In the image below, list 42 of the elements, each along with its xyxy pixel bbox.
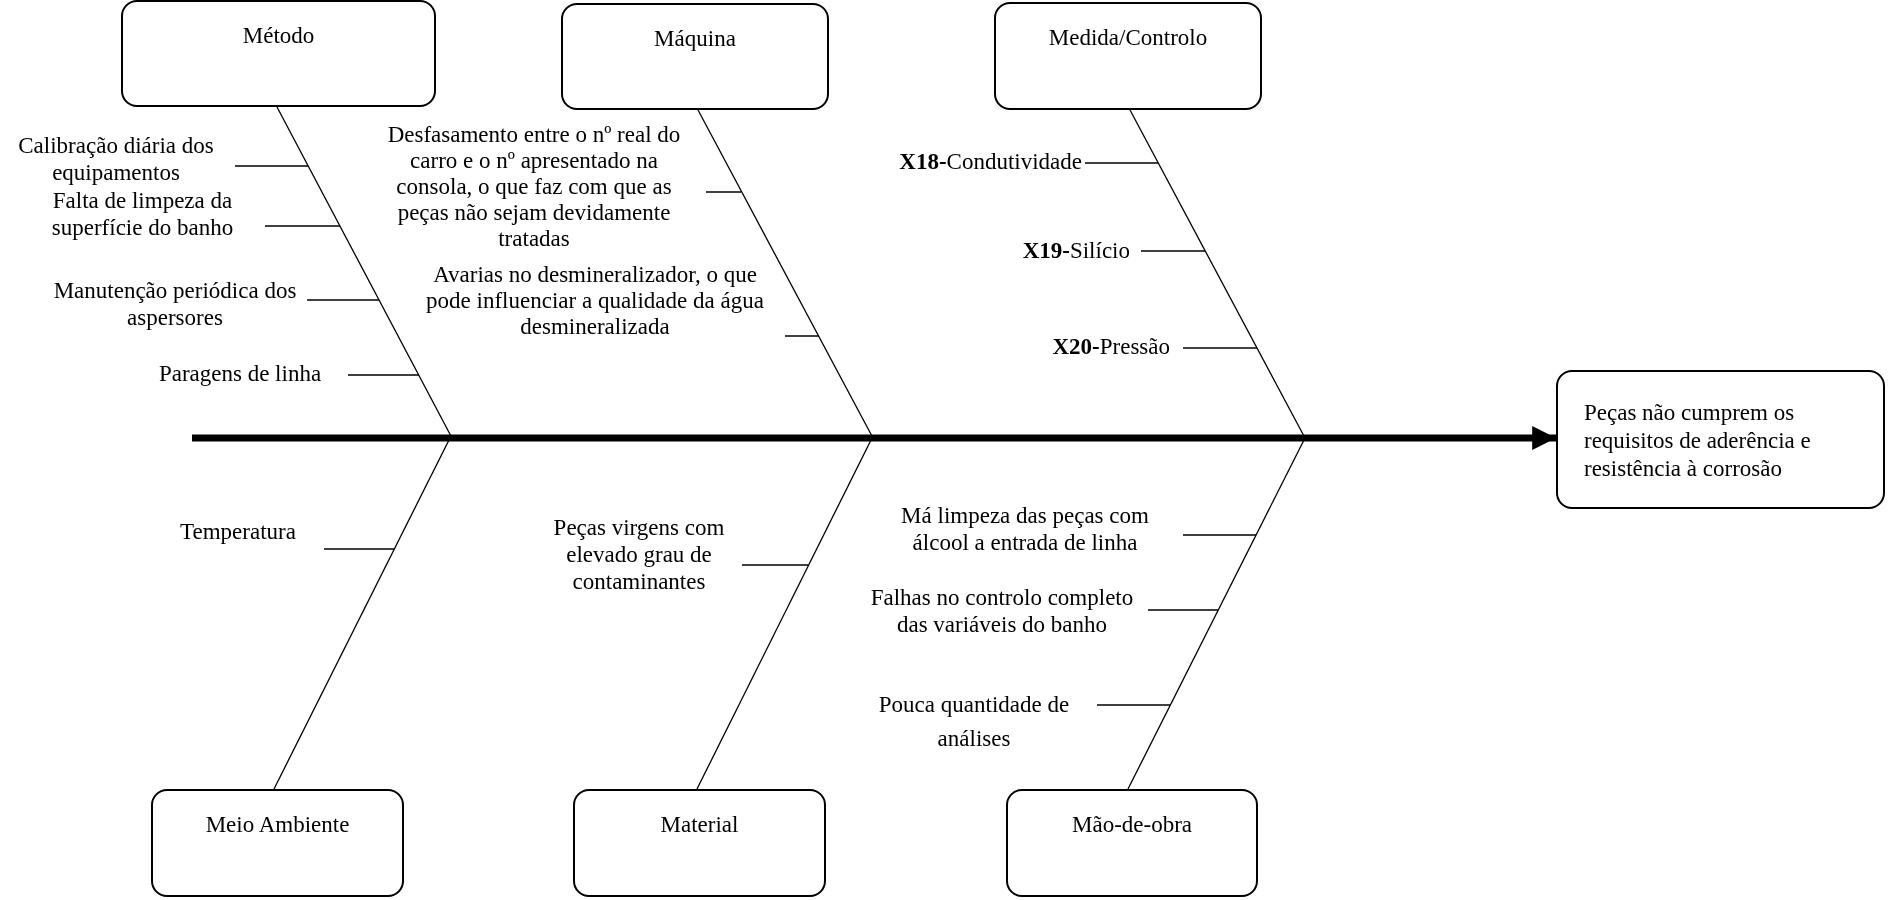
leader-line (705, 191, 742, 193)
cause-text: Falta de limpeza da superfície do banho (20, 187, 265, 241)
cause-text: X20-Pressão (1005, 333, 1183, 360)
cause-text: Calibração diária dos equipamentos (0, 132, 235, 186)
category-label: Meio Ambiente (205, 811, 350, 839)
cause-text: Peças virgens com elevado grau de contaminantes (538, 514, 742, 595)
leader-line (306, 299, 380, 301)
leader-line (741, 564, 809, 566)
cause-text: Manutenção periódica dos aspersores (50, 277, 307, 331)
category-label: Máquina (654, 25, 736, 53)
cause-text: Desfasamento entre o nº real do carro e o nº apresentado na consola, o que faz com que as peças não sejam devidamente tratadas (370, 122, 706, 252)
leader-line (323, 548, 395, 550)
cause-text: Falhas no controlo completo das variáveis do banho (862, 584, 1148, 638)
cause-text: Pouca quantidade de análises (863, 688, 1097, 756)
category-label: Material (660, 811, 739, 839)
leader-line (1182, 534, 1257, 536)
cause-text: Paragens de linha (140, 360, 348, 387)
category-box (994, 2, 1262, 110)
cause-text: X19-Silício (980, 237, 1141, 264)
leader-line (784, 335, 820, 337)
effect-box (1556, 370, 1885, 509)
category-label: Medida/Controlo (1048, 24, 1208, 52)
leader-line (264, 225, 341, 227)
cause-text: Má limpeza das peças com álcool a entrada de linha (873, 502, 1183, 556)
cause-text: X18-Condutividade (850, 148, 1085, 175)
leader-line (1147, 609, 1219, 611)
category-box (561, 3, 829, 110)
category-box (151, 789, 404, 897)
cause-text: Avarias no desmineralizador, o que pode influenciar a qualidade da água desmineralizada (408, 262, 785, 340)
category-label: Mão-de-obra (1071, 811, 1193, 839)
category-box (573, 789, 826, 897)
leader-line (1084, 162, 1159, 164)
leader-line (1182, 347, 1258, 349)
category-label: Método (242, 22, 315, 50)
leader-line (1140, 250, 1206, 252)
leader-line (1096, 704, 1171, 706)
cause-text: Temperatura (160, 518, 324, 545)
category-box (1006, 789, 1258, 897)
category-box (121, 0, 436, 107)
leader-line (234, 165, 309, 167)
leader-line (347, 374, 420, 376)
effect-text: Peças não cumprem os requisitos de aderência e resistência à corrosão (1584, 398, 1812, 483)
